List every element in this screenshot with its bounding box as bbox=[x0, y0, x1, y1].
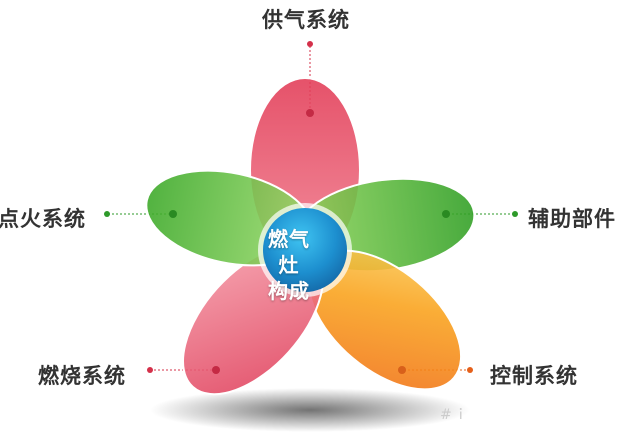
label-dot-bottom-left bbox=[147, 367, 153, 373]
center-title-line2: 构成 bbox=[268, 279, 310, 303]
dot-auxiliary bbox=[442, 210, 450, 218]
center-title-line1: 燃气灶 bbox=[268, 227, 310, 277]
label-combustion-system: 燃烧系统 bbox=[38, 364, 126, 388]
ground-shadow bbox=[150, 388, 470, 432]
label-supply-system: 供气系统 bbox=[262, 8, 350, 32]
dot-supply bbox=[306, 109, 314, 117]
dot-combustion bbox=[212, 366, 220, 374]
label-ignition-system: 点火系统 bbox=[0, 207, 86, 231]
label-dot-top bbox=[307, 41, 313, 47]
watermark: #ｉ bbox=[440, 407, 470, 423]
center-title: 燃气灶 构成 bbox=[258, 226, 320, 304]
dot-ignition bbox=[169, 210, 177, 218]
petal-dots bbox=[169, 109, 450, 374]
label-dots bbox=[104, 41, 518, 373]
label-control-system: 控制系统 bbox=[490, 364, 578, 388]
label-auxiliary-parts: 辅助部件 bbox=[528, 207, 616, 231]
label-dot-right bbox=[512, 211, 518, 217]
label-dot-left bbox=[104, 211, 110, 217]
label-dot-bottom-right bbox=[467, 367, 473, 373]
center-circle bbox=[263, 208, 347, 292]
dot-control bbox=[398, 366, 406, 374]
